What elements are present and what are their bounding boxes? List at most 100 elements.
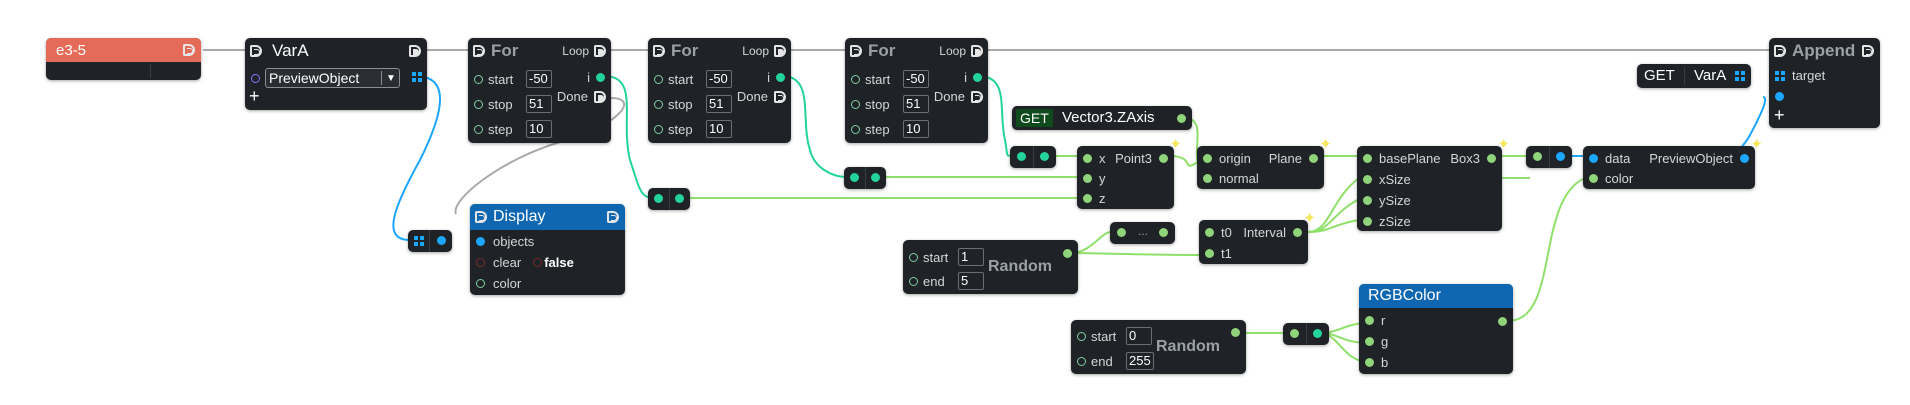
stop-field[interactable]: 51 [706,95,732,113]
sparkle-icon: ✦ [1750,136,1763,153]
start-field[interactable]: -50 [706,70,732,88]
rgbcolor-node[interactable]: RGBColor r g b [1359,284,1513,374]
get-vara-node[interactable]: GET VarA [1637,64,1751,88]
origin-label: origin [1219,151,1251,166]
r-label: r [1381,313,1386,328]
var-in-port[interactable] [251,73,260,83]
stop-field[interactable]: 51 [903,95,929,113]
start-label: start [1091,328,1117,344]
done-out-icon[interactable] [594,90,606,103]
exec-out-icon[interactable] [607,211,619,223]
exec-in-icon[interactable] [250,45,262,57]
list-out-port[interactable] [412,72,422,82]
for-node-3-title: For [868,41,896,60]
clear-value[interactable]: false [544,255,574,270]
point3-node[interactable]: x y z Point3 ✦ [1077,137,1182,209]
start-label: start [668,71,694,87]
i-label: i [587,70,590,85]
display-node-title: Display [493,208,546,225]
plane-out-port[interactable] [1309,154,1318,163]
reroute-blue[interactable] [408,230,452,252]
reroute-5[interactable] [1283,323,1329,345]
done-label: Done [933,89,965,104]
interval-pre-label: ... [1138,224,1149,238]
start-field[interactable]: 1 [958,248,984,266]
exec-in-icon[interactable] [850,45,862,57]
b-label: b [1381,355,1389,370]
append-item-port[interactable] [1775,92,1784,101]
exec-in-icon[interactable] [473,45,485,57]
start-field[interactable]: -50 [526,70,552,88]
preview-title: PreviewObject [1649,151,1733,166]
get-badge: GET [1644,67,1675,84]
end-field[interactable]: 255 [1126,352,1154,370]
exec-out-icon[interactable] [183,44,195,56]
plus-icon[interactable]: + [1774,105,1785,125]
loop-out-icon[interactable] [971,45,983,57]
random-2-out-port[interactable] [1231,328,1240,337]
get-vector-name: Vector3.ZAxis [1062,109,1155,126]
var-select[interactable]: PreviewObject ▼ [265,68,400,88]
exec-out-icon[interactable] [409,45,421,57]
end-field[interactable]: 5 [958,272,984,290]
step-field[interactable]: 10 [706,120,732,138]
exec-in-icon[interactable] [475,211,487,223]
append-node[interactable]: Append target + [1769,38,1880,128]
exec-out-icon[interactable] [1862,45,1874,57]
loop-out-icon[interactable] [774,45,786,57]
wire-data [603,75,656,199]
step-field[interactable]: 10 [526,120,552,138]
i-out-port[interactable] [776,73,785,82]
point3-out-port[interactable] [1159,154,1168,163]
xsize-label: xSize [1379,172,1411,187]
wire-data [1070,252,1203,256]
sparkle-icon: ✦ [1303,210,1316,227]
list-out-port[interactable] [1735,71,1745,81]
target-label: target [1792,68,1826,83]
plus-icon[interactable]: + [249,86,260,106]
exec-in-icon[interactable] [1774,45,1786,57]
y-label: y [1099,171,1106,186]
loop-out-icon[interactable] [594,45,606,57]
done-out-icon[interactable] [774,90,786,103]
interval-pre-node[interactable]: ... [1110,222,1175,244]
random-1-out-port[interactable] [1063,249,1072,258]
box3-out-port[interactable] [1487,154,1496,163]
get-vector-node[interactable]: GET Vector3.ZAxis [1012,106,1192,130]
i-out-port[interactable] [596,73,605,82]
normal-label: normal [1219,171,1259,186]
exec-in-icon[interactable] [653,45,665,57]
step-field[interactable]: 10 [903,120,929,138]
reroute-1[interactable] [648,188,690,210]
preview-node[interactable]: data color PreviewObject ✦ [1583,137,1763,189]
plane-node[interactable]: origin normal Plane ✦ [1197,137,1332,189]
stop-field[interactable]: 51 [526,95,552,113]
start-field[interactable]: 0 [1126,327,1152,345]
interval-out-port[interactable] [1293,228,1302,237]
var-node[interactable]: VarA PreviewObject ▼ + [245,38,427,110]
reroute-4[interactable] [1526,146,1572,168]
var-select-value: PreviewObject [269,70,360,86]
box3-node[interactable]: basePlane xSize ySize zSize Box3 ✦ [1357,137,1510,231]
ysize-label: ySize [1379,193,1411,208]
start-field[interactable]: -50 [903,70,929,88]
step-label: step [488,121,513,137]
for-node-1-title: For [491,41,519,60]
reroute-2[interactable] [844,167,886,189]
interval-node[interactable]: t0 t1 Interval ✦ [1199,211,1316,264]
vector-out-port[interactable] [1177,114,1186,123]
reroute-3[interactable] [1010,146,1056,168]
done-out-icon[interactable] [971,90,983,103]
baseplane-label: basePlane [1379,151,1441,166]
rgbcolor-out-port[interactable] [1498,317,1507,326]
preview-out-port[interactable] [1740,154,1749,163]
i-out-port[interactable] [973,73,982,82]
header-node[interactable]: e3-5 [46,38,201,80]
t1-label: t1 [1221,246,1232,261]
